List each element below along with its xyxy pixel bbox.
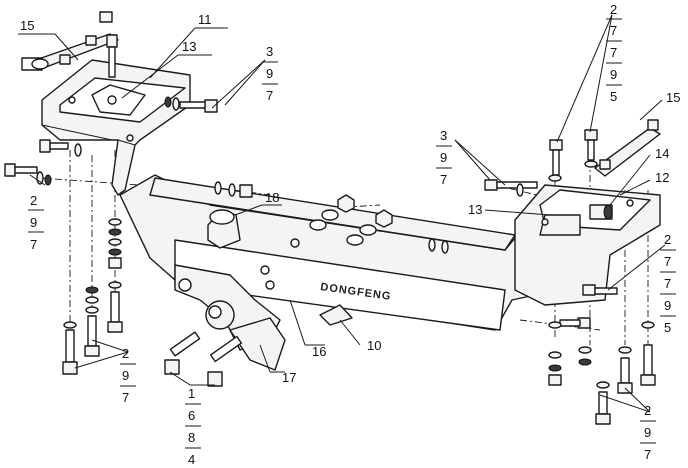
callout-18: 18 bbox=[265, 190, 279, 205]
right-lower-fasteners bbox=[548, 284, 656, 425]
callout-5-right-side: 5 bbox=[664, 320, 671, 335]
callout-7a-top-right: 7 bbox=[610, 23, 617, 38]
callout-10: 10 bbox=[367, 338, 381, 353]
callout-7-left: 7 bbox=[266, 88, 273, 103]
callout-2-right-bottom: 2 bbox=[644, 403, 651, 418]
callout-9-top-right: 9 bbox=[610, 67, 617, 82]
callout-9-right-side: 9 bbox=[664, 298, 671, 313]
right-top-bolts bbox=[548, 129, 598, 182]
callout-9-left-bottom: 9 bbox=[122, 368, 129, 383]
callout-9-right-bottom: 9 bbox=[644, 425, 651, 440]
callout-8: 8 bbox=[188, 430, 195, 445]
callout-14: 14 bbox=[655, 146, 669, 161]
callout-7-left-bottom: 7 bbox=[122, 390, 129, 405]
callout-3-right: 3 bbox=[440, 128, 447, 143]
callout-17: 17 bbox=[282, 370, 296, 385]
callout-1: 1 bbox=[188, 386, 195, 401]
left-bracket-bolt-set bbox=[164, 96, 218, 113]
callout-15-left: 15 bbox=[20, 18, 34, 33]
callout-13-right: 13 bbox=[468, 202, 482, 217]
callout-4: 4 bbox=[188, 452, 195, 467]
callout-3-left: 3 bbox=[266, 44, 273, 59]
callout-labels: 15 11 13 3 9 7 2 9 7 2 9 7 18 16 10 17 1… bbox=[20, 2, 680, 467]
left-lower-fasteners bbox=[62, 218, 123, 375]
plug-bracket bbox=[319, 304, 353, 326]
callout-11: 11 bbox=[198, 12, 212, 27]
callout-2-left-bottom: 2 bbox=[122, 346, 129, 361]
callout-7-right: 7 bbox=[440, 172, 447, 187]
tow-ball-assembly bbox=[164, 264, 286, 387]
left-clamp-plate bbox=[21, 11, 119, 71]
callout-2-right-side: 2 bbox=[664, 232, 671, 247]
left-mounting-bracket bbox=[41, 59, 191, 196]
left-side-bolt-set bbox=[4, 139, 82, 186]
callout-2-left-top: 2 bbox=[30, 193, 37, 208]
leader-lines bbox=[18, 14, 666, 413]
callout-7b-top-right: 7 bbox=[610, 45, 617, 60]
callout-7-left-top: 7 bbox=[30, 237, 37, 252]
callout-16: 16 bbox=[312, 344, 326, 359]
callout-7b-right-side: 7 bbox=[664, 276, 671, 291]
callout-9-left-top: 9 bbox=[30, 215, 37, 230]
right-bracket-bolt-set bbox=[484, 179, 613, 220]
center-nuts-and-washers bbox=[214, 181, 449, 254]
callout-15-right: 15 bbox=[666, 90, 680, 105]
left-vertical-bolt bbox=[106, 34, 118, 78]
callout-12: 12 bbox=[655, 170, 669, 185]
callout-5-top-right: 5 bbox=[610, 89, 617, 104]
callout-6: 6 bbox=[188, 408, 195, 423]
callout-9-left: 9 bbox=[266, 66, 273, 81]
socket-cover bbox=[207, 209, 241, 249]
callout-7-right-bottom: 7 bbox=[644, 447, 651, 462]
callout-7a-right-side: 7 bbox=[664, 254, 671, 269]
callout-13-left: 13 bbox=[182, 39, 196, 54]
callout-2-top-right: 2 bbox=[610, 2, 617, 17]
callout-9-right: 9 bbox=[440, 150, 447, 165]
right-clamp-plate bbox=[594, 119, 661, 177]
